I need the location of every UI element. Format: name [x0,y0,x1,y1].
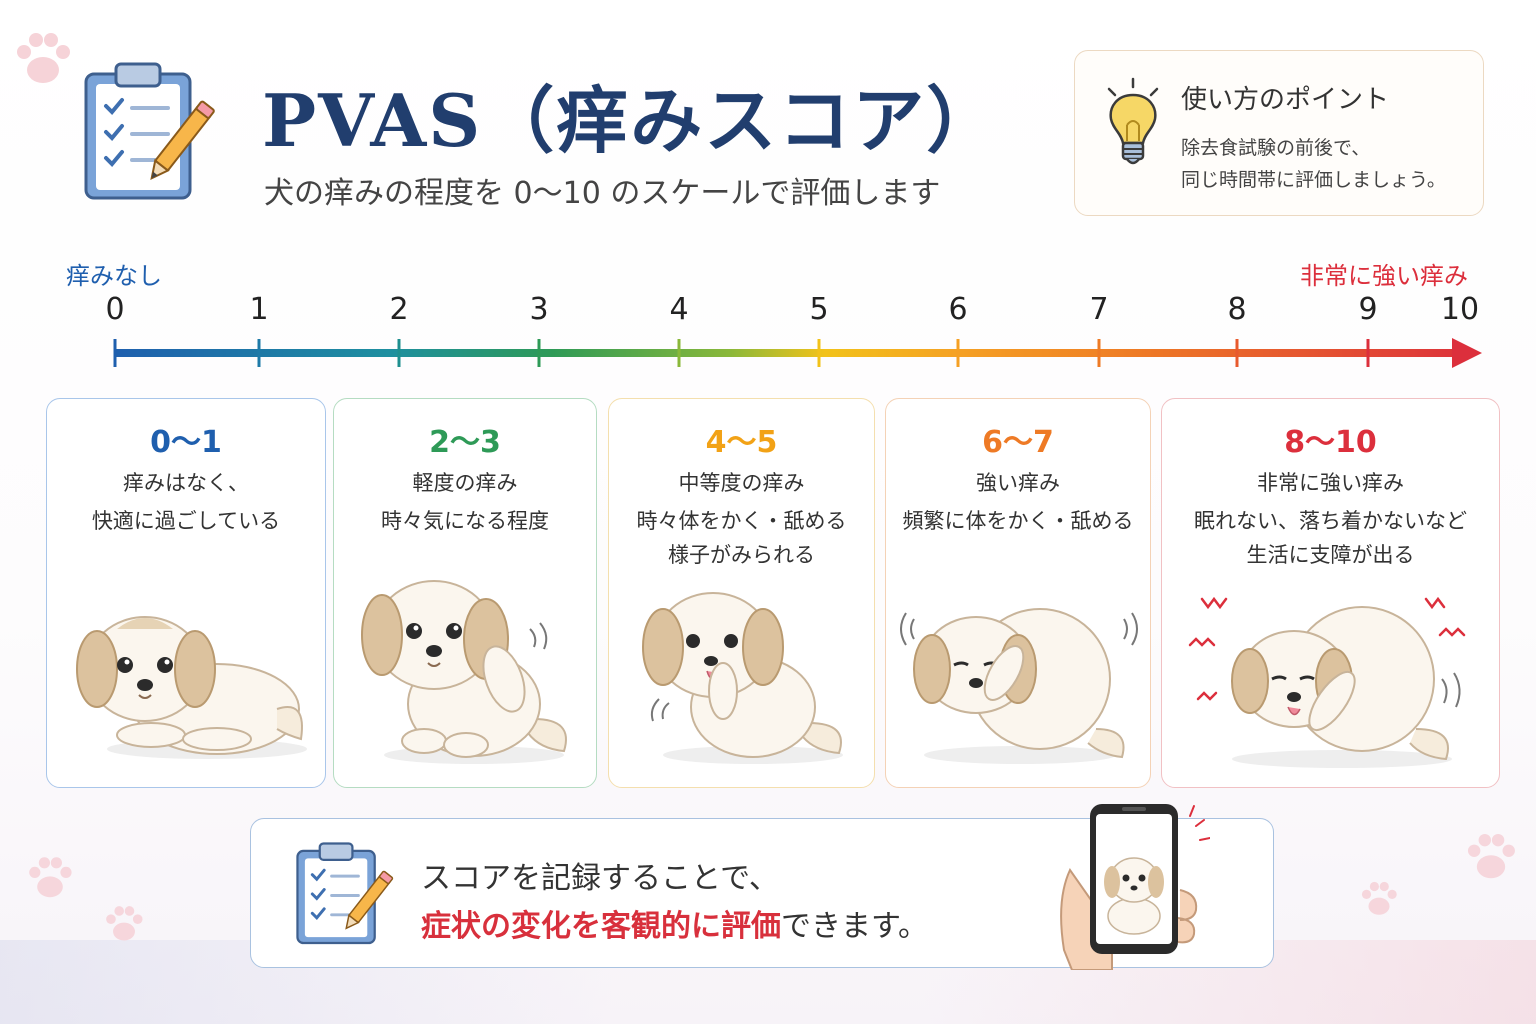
card-range: 6～7 [982,425,1054,460]
dog-licking-paw-illustration [642,592,843,764]
clipboard-pencil-icon [84,62,215,200]
paw-print-icon [29,857,72,898]
score-card-2-3: 2～3 軽度の痒み 時々気になる程度 [333,398,597,788]
scale-arrowhead [1452,338,1482,368]
paw-print-icon [106,906,143,941]
tick-label-2: 2 [389,292,409,327]
dog-sitting-scratching-illustration [361,580,567,764]
card-line-1: 痒みはなく、 [123,471,249,495]
tip-title: 使い方のポイント [1181,85,1390,115]
summary-note-box: スコアを記録することで、 症状の変化を客観的に評価できます。 [250,818,1274,968]
card-line-2: 時々体をかく・舐める [636,509,847,533]
tick-label-10: 10 [1440,292,1480,327]
card-line-2: 快適に過ごしている [91,509,281,533]
dog-scratching-frequently-illustration [900,608,1138,764]
lightbulb-icon [1107,77,1159,165]
tick-label-0: 0 [105,292,125,327]
smartphone-hand-illustration [1060,804,1210,970]
card-line-2: 頻繁に体をかく・舐める [902,509,1134,533]
card-line-1: 軽度の痒み [412,471,518,495]
note-tail: できます。 [781,909,928,944]
clipboard-pencil-icon [296,842,394,945]
tip-line-1: 除去食試験の前後で、 [1181,137,1371,159]
tick-label-7: 7 [1089,292,1109,327]
scale-min-label: 痒みなし [66,262,162,290]
card-range: 2～3 [429,425,501,460]
paw-print-icon [1361,881,1397,915]
note-line-1: スコアを記録することで、 [421,861,779,896]
paw-print-icon [1467,833,1515,879]
card-line-1: 非常に強い痒み [1257,471,1404,495]
page-subtitle: 犬の痒みの程度を 0～10 のスケールで評価します [264,176,941,211]
card-line-1: 強い痒み [976,471,1060,495]
note-line-2: 症状の変化を客観的に評価できます。 [421,901,928,945]
tip-box: 使い方のポイント 除去食試験の前後で、 同じ時間帯に評価しましょう。 [1074,50,1484,216]
card-range: 8～10 [1284,425,1377,460]
tick-label-4: 4 [669,292,689,327]
dog-lying-relaxed-illustration [76,616,307,759]
tick-label-8: 8 [1227,292,1247,327]
score-card-4-5: 4～5 中等度の痒み 時々体をかく・舐める 様子がみられる [608,398,875,788]
dog-scratching-intensely-illustration [1188,596,1466,768]
card-line-1: 中等度の痒み [678,471,805,495]
scale-line [115,349,1455,357]
tip-line-2: 同じ時間帯に評価しましょう。 [1181,169,1446,191]
card-line-2: 時々気になる程度 [381,509,549,533]
tick-label-1: 1 [249,292,269,327]
card-range: 0～1 [150,425,222,460]
card-range: 4～5 [705,425,778,460]
tick-label-6: 6 [948,292,968,327]
tick-label-3: 3 [529,292,549,327]
paw-print-icon [17,33,70,83]
score-card-8-10: 8～10 非常に強い痒み 眠れない、落ち着かないなど 生活に支障が出る [1161,398,1500,788]
tick-label-9: 9 [1358,292,1378,327]
scale-bar [113,338,1482,368]
scale-max-label: 非常に強い痒み [1300,262,1468,290]
score-card-6-7: 6～7 強い痒み 頻繁に体をかく・舐める [885,398,1151,788]
score-card-0-1: 0～1 痒みはなく、 快適に過ごしている [46,398,326,788]
card-line-2: 眠れない、落ち着かないなど [1194,509,1467,533]
card-line-3: 生活に支障が出る [1246,543,1415,567]
tick-label-5: 5 [809,292,829,327]
page-title: PVAS（痒みスコア） [262,78,1001,163]
card-line-3: 様子がみられる [668,543,815,567]
note-highlight: 症状の変化を客観的に評価 [421,909,781,944]
